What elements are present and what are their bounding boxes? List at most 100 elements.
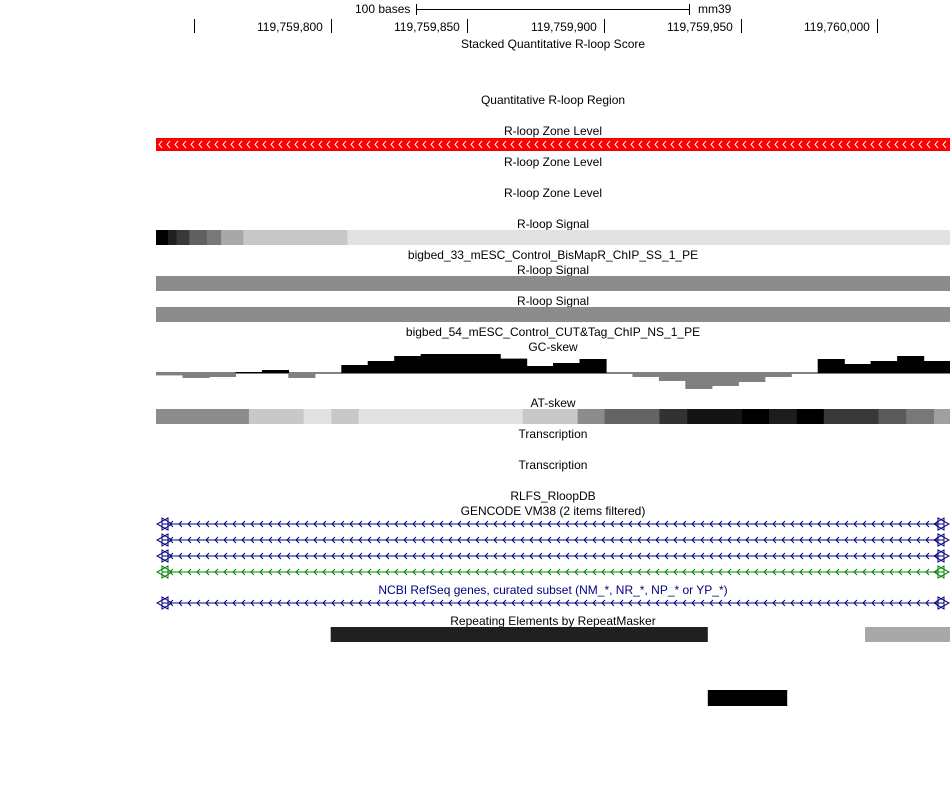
strand-arrow — [295, 536, 300, 544]
strand-arrow — [475, 536, 480, 544]
strand-arrow — [538, 568, 543, 576]
at-skew-density[interactable] — [156, 409, 950, 424]
strand-chevron — [910, 140, 915, 149]
strand-arrow — [574, 536, 579, 544]
strand-chevron — [542, 140, 547, 149]
strand-arrow — [529, 568, 534, 576]
at-skew-segment — [934, 409, 950, 424]
strand-chevron — [350, 140, 355, 149]
strand-arrow — [880, 520, 885, 528]
strand-chevron — [326, 140, 331, 149]
strand-arrow — [331, 599, 336, 607]
strand-arrow — [223, 520, 228, 528]
strand-arrow — [547, 599, 552, 607]
strand-arrow — [646, 520, 651, 528]
strand-arrow — [187, 568, 192, 576]
strand-arrow — [367, 552, 372, 560]
track-label-quantitative-r-loop-region[interactable]: Quantitative R-loop Region — [480, 93, 626, 107]
strand-arrow — [286, 536, 291, 544]
track-label-gencode[interactable]: GENCODE VM38 (2 items filtered) — [460, 504, 646, 518]
track-label-r-loop-zone-level-2[interactable]: R-loop Zone Level — [503, 155, 603, 169]
strand-arrow — [826, 552, 831, 560]
r-loop-signal-bar[interactable] — [156, 276, 950, 291]
track-label-r-loop-zone-level[interactable]: R-loop Zone Level — [503, 124, 603, 138]
rlfs-features[interactable] — [156, 627, 950, 642]
signal-density-segment — [206, 230, 222, 245]
strand-arrow — [916, 520, 921, 528]
track-label-bigbed-33[interactable]: bigbed_33_mESC_Control_BisMapR_ChIP_SS_1… — [407, 248, 699, 262]
strand-arrow — [709, 520, 714, 528]
strand-arrow — [313, 552, 318, 560]
strand-chevron — [526, 140, 531, 149]
transcript-end-left-inner — [161, 549, 173, 563]
track-label-r-loop-signal-3[interactable]: R-loop Signal — [516, 294, 590, 308]
strand-arrow — [259, 599, 264, 607]
gc-skew-bar — [500, 358, 528, 373]
strand-arrow — [340, 536, 345, 544]
strand-arrow — [799, 536, 804, 544]
strand-arrow — [547, 520, 552, 528]
track-label-transcription[interactable]: Transcription — [518, 427, 588, 441]
track-label-ncbi-refseq[interactable]: NCBI RefSeq genes, curated subset (NM_*,… — [378, 583, 728, 597]
strand-arrow — [601, 599, 606, 607]
strand-arrow — [187, 536, 192, 544]
strand-arrow — [673, 552, 678, 560]
r-loop-zone-feature[interactable] — [156, 138, 950, 151]
strand-arrow — [925, 552, 930, 560]
gc-skew-bar — [261, 370, 289, 373]
strand-arrow — [394, 568, 399, 576]
track-label-r-loop-zone-level-3[interactable]: R-loop Zone Level — [503, 186, 603, 200]
track-label-r-loop-signal[interactable]: R-loop Signal — [516, 217, 590, 231]
strand-chevron — [862, 140, 867, 149]
track-label-gc-skew[interactable]: GC-skew — [528, 340, 578, 354]
strand-arrow — [322, 568, 327, 576]
strand-arrow — [484, 599, 489, 607]
strand-chevron — [446, 140, 451, 149]
repeat-features[interactable] — [156, 690, 950, 706]
strand-arrow — [871, 520, 876, 528]
strand-arrow — [871, 568, 876, 576]
track-label-transcription-2[interactable]: Transcription — [518, 458, 588, 472]
gc-skew-wiggle[interactable] — [156, 352, 950, 394]
track-label-rlfs-rloopdb[interactable]: RLFS_RloopDB — [510, 489, 596, 503]
strand-arrow — [862, 568, 867, 576]
strand-arrow — [475, 552, 480, 560]
strand-arrow — [538, 536, 543, 544]
gc-skew-bar — [526, 366, 554, 373]
strand-chevron — [478, 140, 483, 149]
track-label-repeatmasker[interactable]: Repeating Elements by RepeatMasker — [450, 614, 656, 628]
gc-skew-bar — [288, 373, 316, 378]
refseq-transcript[interactable] — [156, 595, 950, 611]
strand-arrow — [574, 599, 579, 607]
strand-arrow — [682, 599, 687, 607]
strand-chevron — [766, 140, 771, 149]
strand-arrow — [466, 568, 471, 576]
strand-arrow — [268, 552, 273, 560]
track-label-at-skew[interactable]: AT-skew — [530, 396, 576, 410]
strand-arrow — [322, 599, 327, 607]
strand-arrow — [862, 520, 867, 528]
at-skew-segment — [659, 409, 688, 424]
track-label-stacked-r-loop-score[interactable]: Stacked Quantitative R-loop Score — [460, 37, 646, 51]
track-label-bigbed-54[interactable]: bigbed_54_mESC_Control_CUT&Tag_ChIP_NS_1… — [405, 325, 701, 339]
strand-chevron — [838, 140, 843, 149]
strand-chevron — [670, 140, 675, 149]
strand-arrow — [781, 536, 786, 544]
at-skew-segment — [906, 409, 935, 424]
strand-arrow — [826, 568, 831, 576]
r-loop-signal-density[interactable] — [156, 230, 950, 245]
strand-arrow — [907, 552, 912, 560]
track-label-r-loop-signal-2[interactable]: R-loop Signal — [516, 263, 590, 277]
strand-chevron — [830, 140, 835, 149]
strand-arrow — [421, 536, 426, 544]
transcript-end-right-inner — [933, 549, 945, 563]
strand-arrow — [484, 568, 489, 576]
strand-arrow — [736, 568, 741, 576]
strand-chevron — [894, 140, 899, 149]
gc-skew-bar — [367, 361, 395, 373]
r-loop-signal-bar-2[interactable] — [156, 307, 950, 322]
strand-arrow — [394, 520, 399, 528]
gencode-transcripts[interactable] — [156, 516, 950, 580]
strand-arrow — [655, 520, 660, 528]
